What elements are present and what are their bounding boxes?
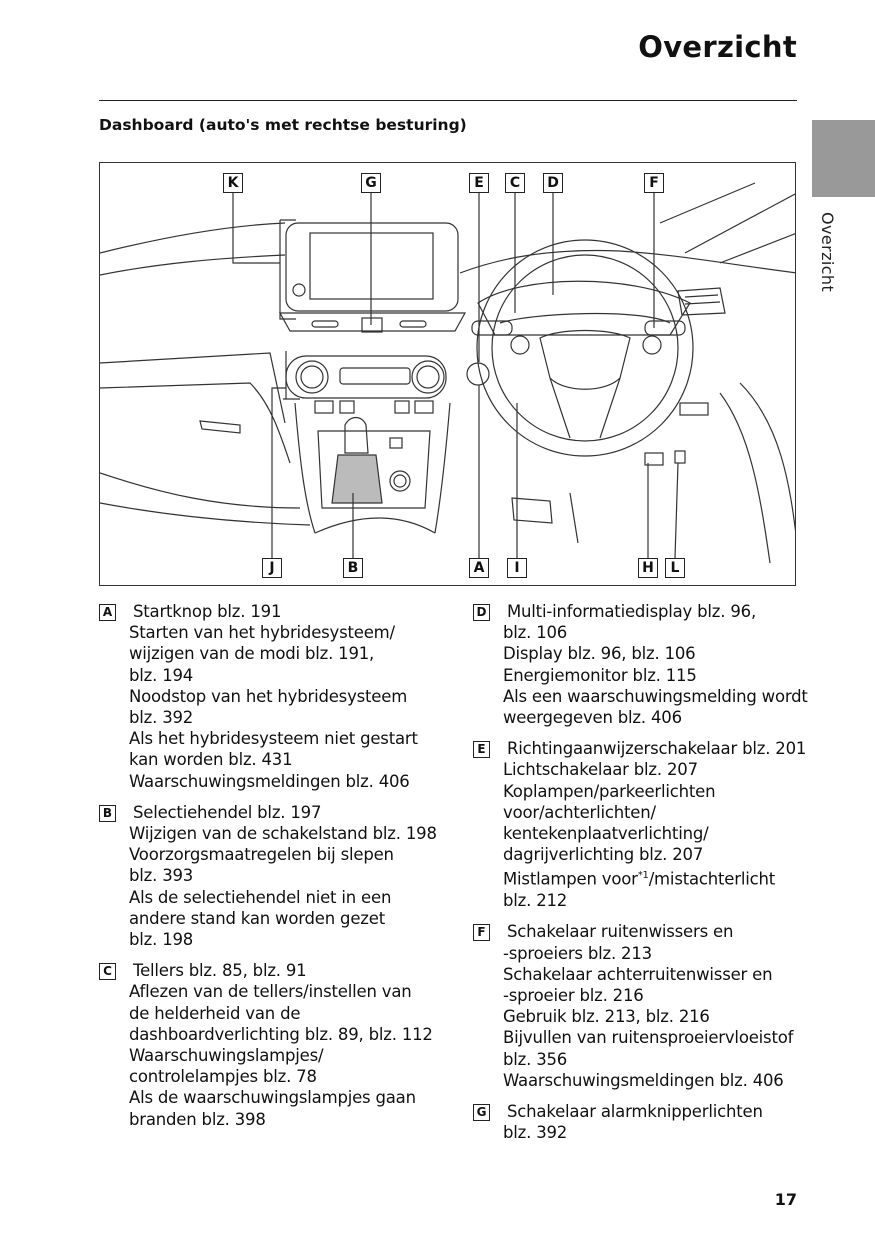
legend-line: Startknop blz. 191 — [133, 602, 282, 621]
legend-line: blz. 212 — [503, 891, 568, 911]
callout-c: C — [505, 173, 525, 193]
legend-key: G — [473, 1103, 490, 1121]
legend-key: E — [473, 741, 490, 759]
legend-line: blz. 393 — [129, 866, 194, 886]
legend-line: Als een waarschuwingsmelding wordt — [503, 686, 808, 706]
chapter-tab-label: Overzicht — [818, 212, 837, 293]
callout-g: G — [361, 173, 381, 193]
legend-entry-g: G Schakelaar alarmknipperlichten blz. 39… — [473, 1101, 808, 1143]
callout-a: A — [469, 558, 489, 578]
dashboard-line-drawing — [100, 182, 795, 564]
legend-line: Multi-informatiedisplay blz. 96, — [507, 602, 756, 621]
legend-line: Aflezen van de tellers/instellen van — [129, 982, 412, 1002]
section-heading: Dashboard (auto's met rechtse besturing) — [99, 116, 467, 134]
legend-line: -sproeiers blz. 213 — [503, 943, 652, 963]
legend-line: Schakelaar alarmknipperlichten — [507, 1101, 763, 1121]
header-divider — [99, 100, 797, 101]
dashboard-illustration: K G E C D F J B A I H L — [99, 162, 796, 586]
legend-line: voor/achterlichten/ — [503, 802, 656, 822]
legend-key: B — [99, 804, 116, 822]
legend-line: Als de selectiehendel niet in een — [129, 887, 392, 907]
callout-f: F — [644, 173, 664, 193]
legend-key: A — [99, 604, 116, 621]
legend-line: branden blz. 398 — [129, 1109, 266, 1129]
legend-key: C — [99, 963, 116, 981]
legend-line: Wijzigen van de schakelstand blz. 198 — [129, 824, 437, 844]
legend-line: Richtingaanwijzerschakelaar blz. 201 — [507, 739, 807, 759]
callout-k: K — [223, 173, 243, 193]
legend-entry-b: B Selectiehendel blz. 197 Wijzigen van d… — [99, 802, 437, 950]
legend-line: kan worden blz. 431 — [129, 750, 293, 770]
legend-line: Tellers blz. 85, blz. 91 — [133, 961, 307, 981]
legend-line: andere stand kan worden gezet — [129, 908, 385, 928]
callout-b: B — [343, 558, 363, 578]
legend-line: Noodstop van het hybridesysteem — [129, 686, 408, 706]
callout-e: E — [469, 173, 489, 193]
footnote-marker: *1 — [637, 870, 649, 882]
legend-line: Waarschuwingslampjes/ — [129, 1046, 324, 1066]
legend-line: Gebruik blz. 213, blz. 216 — [503, 1007, 710, 1027]
legend-entry-c: C Tellers blz. 85, blz. 91 Aflezen van d… — [99, 960, 434, 1130]
legend-line: Waarschuwingsmeldingen blz. 406 — [129, 771, 410, 791]
legend-line: Starten van het hybridesysteem/ — [129, 623, 395, 643]
page-title: Overzicht — [638, 30, 797, 64]
legend-line: blz. 356 — [503, 1049, 568, 1069]
legend-line: Voorzorgsmaatregelen bij slepen — [129, 845, 394, 865]
callout-j: J — [262, 558, 282, 578]
legend-line: Mistlampen voor*1/mistachterlicht — [503, 869, 775, 889]
legend-line: Schakelaar achterruitenwisser en — [503, 964, 773, 984]
legend-line: Selectiehendel blz. 197 — [133, 802, 322, 822]
page-number: 17 — [774, 1190, 797, 1209]
legend-line: Waarschuwingsmeldingen blz. 406 — [503, 1070, 784, 1090]
legend-entry-f: F Schakelaar ruitenwissers en -sproeiers… — [473, 921, 808, 1091]
legend-key: D — [473, 604, 490, 621]
callout-i: I — [507, 558, 527, 578]
legend-line: Lichtschakelaar blz. 207 — [503, 760, 698, 780]
legend-line: Bijvullen van ruitensproeiervloeistof — [503, 1028, 794, 1048]
legend-line: Koplampen/parkeerlichten — [503, 781, 716, 801]
legend-line: -sproeier blz. 216 — [503, 985, 644, 1005]
legend-line: Display blz. 96, blz. 106 — [503, 644, 696, 664]
legend-column-right: D Multi-informatiedisplay blz. 96, blz. … — [473, 601, 808, 1153]
legend-line: Energiemonitor blz. 115 — [503, 665, 697, 685]
legend-line: wijzigen van de modi blz. 191, — [129, 644, 375, 664]
legend-line: blz. 392 — [129, 708, 194, 728]
callout-l: L — [665, 558, 685, 578]
legend-column-left: A Startknop blz. 191 Starten van het hyb… — [99, 601, 437, 1140]
legend-line: blz. 106 — [503, 623, 568, 643]
callout-h: H — [638, 558, 658, 578]
legend-line: blz. 392 — [503, 1123, 568, 1143]
legend-line: Als het hybridesysteem niet gestart — [129, 729, 418, 749]
callout-d: D — [543, 173, 563, 193]
legend-line: blz. 198 — [129, 930, 194, 950]
legend-line: blz. 194 — [129, 665, 194, 685]
chapter-tab — [812, 120, 875, 197]
legend-line: weergegeven blz. 406 — [503, 708, 682, 728]
legend-line: controlelampjes blz. 78 — [129, 1067, 317, 1087]
legend-line: kentekenplaatverlichting/ — [503, 824, 709, 844]
legend-key: F — [473, 924, 490, 942]
legend-line: Schakelaar ruitenwissers en — [507, 922, 734, 942]
legend-entry-e: E Richtingaanwijzerschakelaar blz. 201 L… — [473, 738, 808, 911]
legend-line: dagrijverlichting blz. 207 — [503, 845, 704, 865]
legend-entry-a: A Startknop blz. 191 Starten van het hyb… — [99, 601, 434, 792]
legend-entry-d: D Multi-informatiedisplay blz. 96, blz. … — [473, 601, 808, 728]
legend-line: dashboardverlichting blz. 89, blz. 112 — [129, 1024, 433, 1044]
legend-line: de helderheid van de — [129, 1003, 301, 1023]
legend-line: Als de waarschuwingslampjes gaan — [129, 1088, 416, 1108]
